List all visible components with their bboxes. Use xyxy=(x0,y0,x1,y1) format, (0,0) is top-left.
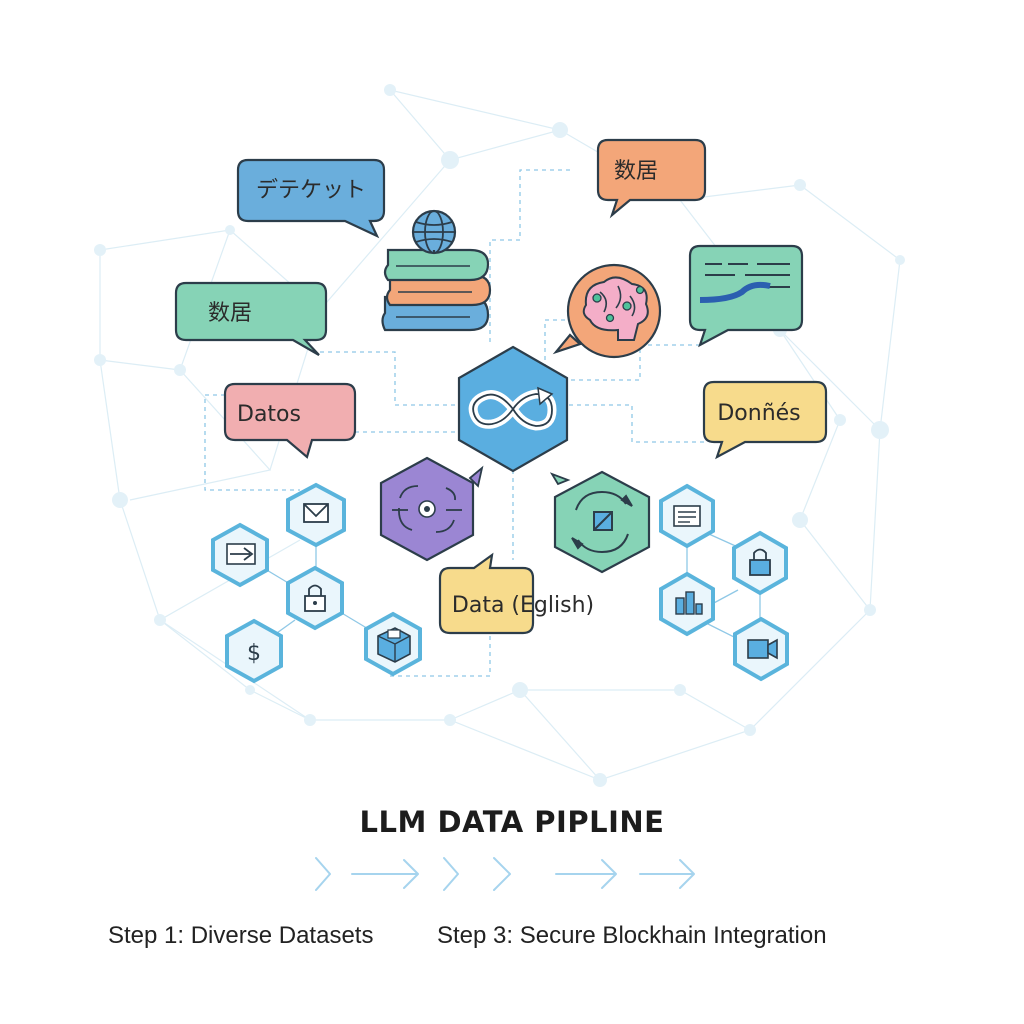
text-flow-icon xyxy=(688,244,804,348)
document-icon xyxy=(659,483,715,549)
bubble-shuju-left: 数居 xyxy=(174,281,328,356)
bubble-detekett: デテケット xyxy=(236,158,386,239)
bubble-shuju-top-text: 数居 xyxy=(614,159,658,184)
diagram-title: LLM DATA PIPLINE xyxy=(359,805,665,839)
video-icon xyxy=(733,616,789,682)
brain-icon xyxy=(552,263,662,359)
infinity-loop-icon xyxy=(457,345,569,473)
box-icon xyxy=(364,611,422,677)
bubble-donnes-text: Donñés xyxy=(717,401,800,426)
bubble-datos: Datos xyxy=(223,382,357,459)
bubble-shuju-top: 数居 xyxy=(596,138,707,219)
chart-icon xyxy=(659,571,715,637)
bubble-donnes: Donñés xyxy=(702,380,828,460)
bubble-data-english: Data (Eglish) xyxy=(438,552,594,635)
dollar-icon: $ xyxy=(225,618,283,684)
bubble-shuju-left-text: 数居 xyxy=(208,301,252,326)
dashed-connectors xyxy=(204,169,704,677)
globe-books-icon xyxy=(381,209,492,332)
arrow-icon xyxy=(211,522,269,588)
bubble-detekett-text: デテケット xyxy=(256,178,366,203)
mail-icon xyxy=(286,482,346,548)
background-nodes xyxy=(94,84,905,787)
pipeline-arrows xyxy=(315,857,695,891)
recycle-icon xyxy=(549,470,651,574)
bubble-data-english-text: Data (Eglish) xyxy=(452,593,594,618)
step-3-label: Step 3: Secure Blockhain Integration xyxy=(437,922,827,949)
bubble-datos-text: Datos xyxy=(237,402,301,427)
process-icon xyxy=(379,456,484,562)
step-1-label: Step 1: Diverse Datasets xyxy=(108,922,374,949)
lock-icon-right xyxy=(732,530,788,596)
lock-icon xyxy=(286,565,344,631)
svg-text:$: $ xyxy=(247,641,261,666)
